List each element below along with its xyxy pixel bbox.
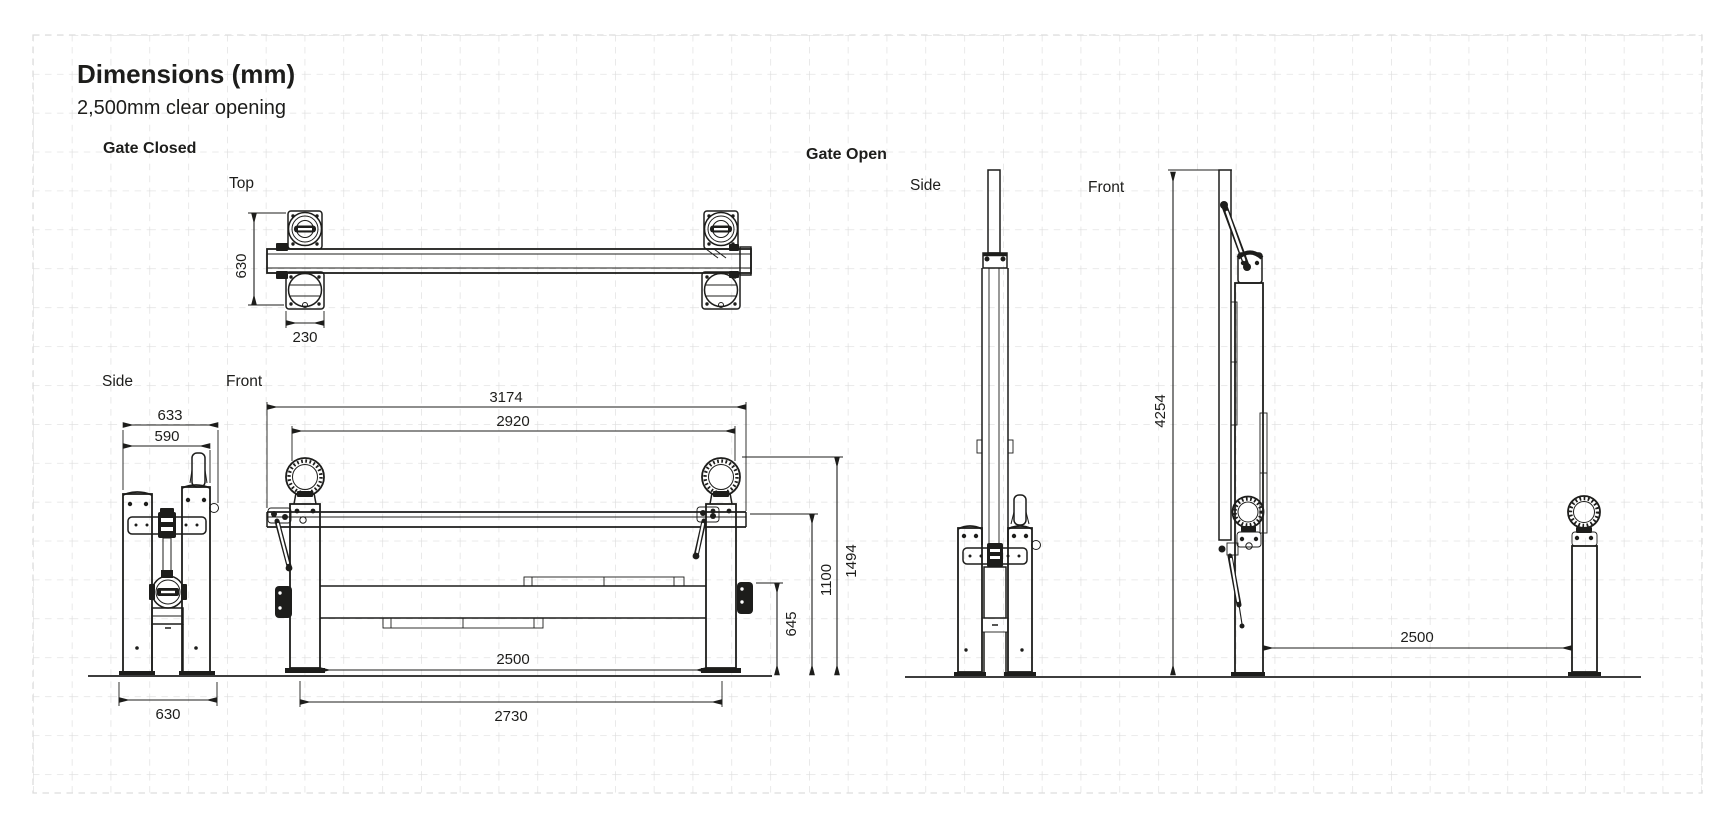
view-label-open-front: Front	[1088, 179, 1125, 196]
dim-front-2920: 2920	[291, 413, 736, 461]
dim-text-front-2500: 2500	[496, 651, 529, 668]
open-front-damper	[1218, 542, 1245, 629]
dim-text-side-base-630: 630	[155, 706, 180, 723]
view-label-closed-side: Side	[102, 373, 133, 390]
side-view-hub	[149, 575, 187, 672]
dim-text-front-1100: 1100	[818, 564, 835, 596]
open-side-view	[954, 169, 1041, 676]
dim-text-side-633: 633	[157, 407, 182, 424]
dim-top-post-230: 230	[285, 311, 325, 346]
dim-text-front-645: 645	[783, 611, 800, 636]
dim-text-open-2500: 2500	[1400, 629, 1433, 646]
dim-text-open-4254: 4254	[1152, 394, 1169, 427]
section-label-gate-open: Gate Open	[806, 146, 887, 163]
section-label-gate-closed: Gate Closed	[103, 140, 196, 157]
view-label-closed-top: Top	[229, 175, 254, 192]
open-side-eyelet	[1031, 540, 1041, 550]
top-view-left-hinge	[287, 210, 323, 250]
dim-open-4254: 4254	[1152, 169, 1232, 676]
closed-side-view: 633 590 630	[118, 407, 219, 723]
open-side-mast	[976, 169, 1014, 552]
front-view-left-hinge-linkage	[267, 507, 293, 618]
side-view-eyelet	[209, 503, 219, 513]
dim-front-645: 645	[756, 582, 800, 676]
dim-text-front-3174: 3174	[489, 389, 522, 406]
dim-front-1100: 1100	[750, 513, 835, 676]
view-label-open-side: Side	[910, 177, 941, 194]
dim-side-590: 590	[122, 428, 211, 483]
closed-top-view: 630 230	[233, 210, 752, 346]
page-subtitle: 2,500mm clear opening	[77, 97, 286, 119]
closed-front-view: 3174 2920 1494 1100 645 2500	[88, 389, 860, 725]
dim-front-2500: 2500	[319, 651, 707, 673]
top-view-right-hinge	[703, 210, 739, 250]
dim-front-2730: 2730	[299, 681, 723, 725]
side-view-base	[119, 646, 215, 675]
dim-text-front-2920: 2920	[496, 413, 529, 430]
background-grid	[32, 34, 1703, 794]
open-front-view: 4254	[905, 169, 1641, 678]
dim-top-depth-630: 630	[233, 212, 286, 306]
top-view-right-dome	[701, 271, 741, 310]
top-view-left-dome	[285, 271, 325, 310]
open-side-pivot-assembly	[962, 543, 1028, 676]
dim-text-top-depth: 630	[233, 253, 250, 278]
dim-side-633: 633	[122, 407, 219, 503]
view-label-closed-front: Front	[226, 373, 263, 390]
dim-open-2500: 2500	[1262, 629, 1573, 651]
front-view-gate-arm	[320, 576, 706, 629]
dim-text-top-post: 230	[292, 329, 317, 346]
open-front-catch-post	[1567, 495, 1601, 677]
open-side-release-handle	[1013, 494, 1027, 526]
open-front-raised-arm	[1218, 169, 1268, 541]
side-view-pivot-assembly	[127, 508, 207, 578]
dim-text-side-590: 590	[154, 428, 179, 445]
open-side-base	[954, 648, 1036, 676]
dim-front-1494: 1494	[742, 456, 860, 676]
front-view-top-rail	[266, 511, 747, 528]
dim-side-base-630: 630	[118, 682, 218, 723]
dim-text-front-2730: 2730	[494, 708, 527, 725]
dim-front-3174: 3174	[266, 389, 747, 511]
front-view-right-hinge-linkage	[692, 506, 753, 614]
page-title: Dimensions (mm)	[77, 59, 295, 89]
dim-text-front-1494: 1494	[843, 544, 860, 577]
